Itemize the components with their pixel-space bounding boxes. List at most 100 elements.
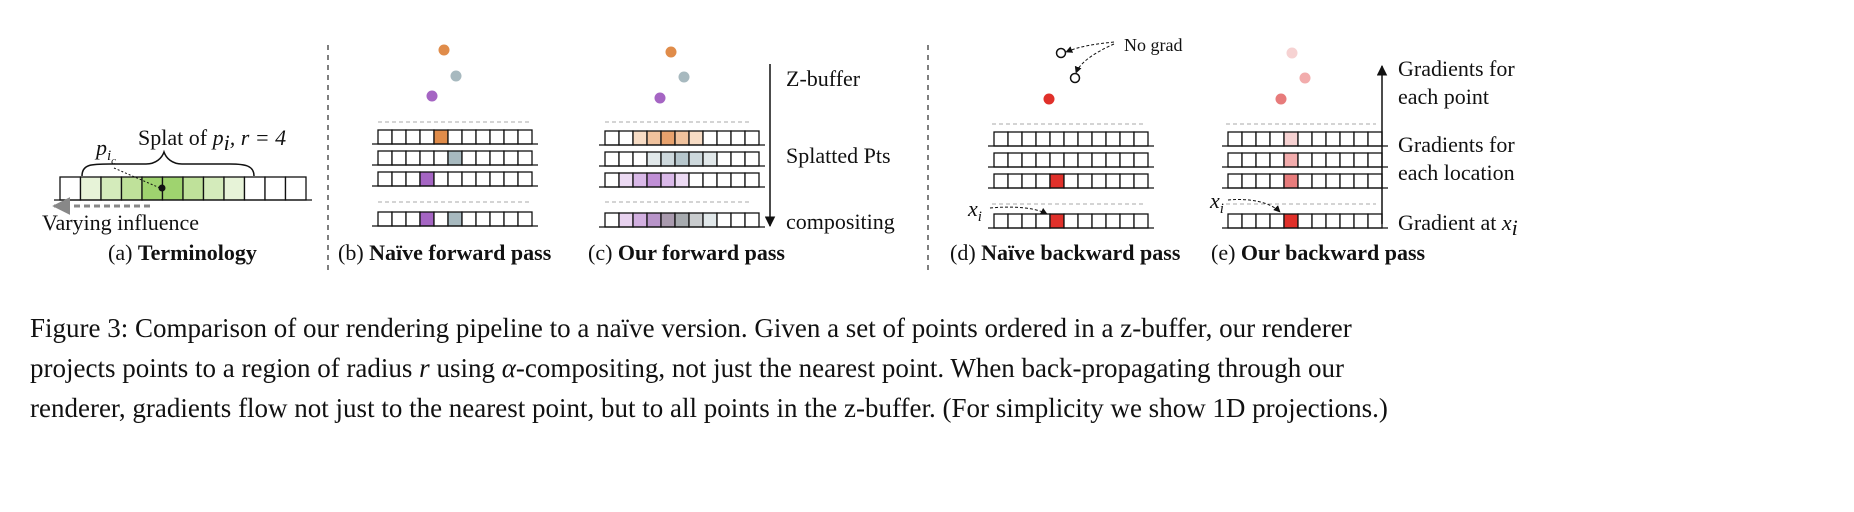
terminology-cells (54, 176, 312, 201)
grid-cell (604, 130, 620, 146)
grid-cell (1353, 152, 1369, 168)
grad-row-1 (988, 131, 1154, 147)
grid-cell (503, 129, 519, 145)
grid-cell (264, 176, 287, 201)
naive-backward-rows (988, 131, 1154, 229)
grid-cell (1077, 152, 1093, 168)
grid-cell (79, 176, 102, 201)
grid-cell (660, 172, 676, 188)
grid-cell (59, 176, 82, 201)
grid-cell (1283, 173, 1299, 189)
grid-cell (391, 150, 407, 166)
grid-cell (1297, 131, 1313, 147)
grid-cell (489, 171, 505, 187)
grid-cell (475, 211, 491, 227)
grid-cell (1077, 213, 1093, 229)
svg-text:(b) Naïve forward pass: (b) Naïve forward pass (338, 240, 552, 265)
svg-text:(c) Our forward pass: (c) Our forward pass (588, 240, 785, 265)
grid-cell (475, 129, 491, 145)
zbuffer-row-orange (372, 129, 538, 145)
grid-cell (618, 151, 634, 167)
grid-cell (1091, 213, 1107, 229)
grad-point-label-1: Gradients for (1398, 56, 1515, 81)
grad-at-x: x (1501, 210, 1512, 235)
grid-cell (646, 212, 662, 228)
grid-cell (1007, 131, 1023, 147)
grad-row-3 (1222, 173, 1388, 189)
grid-cell (1269, 131, 1285, 147)
terminology-strip (54, 176, 312, 201)
zbuffer-row-purple (599, 172, 765, 188)
svg-text:xi: xi (967, 196, 982, 225)
grid-cell (716, 151, 732, 167)
grid-cell (716, 130, 732, 146)
grid-cell (604, 212, 620, 228)
grid-cell (1035, 213, 1051, 229)
grid-cell (182, 176, 205, 201)
grid-cell (660, 212, 676, 228)
grid-cell (660, 151, 676, 167)
grid-cell (688, 130, 704, 146)
panel-b-title: Naïve forward pass (369, 240, 552, 265)
splat-brace (81, 149, 255, 177)
svg-text:(d) Naïve backward pass: (d) Naïve backward pass (950, 240, 1181, 265)
grid-cell (1049, 152, 1065, 168)
grid-cell (377, 129, 393, 145)
grid-cell (1133, 131, 1149, 147)
grid-cell (632, 130, 648, 146)
grid-cell (604, 151, 620, 167)
figure-caption: Figure 3: Comparison of our rendering pi… (30, 308, 1830, 428)
grid-cell (1325, 131, 1341, 147)
panel-c-prefix: (c) (588, 240, 618, 265)
grid-cell (1035, 131, 1051, 147)
panel-c-title: Our forward pass (618, 240, 785, 265)
caption-r: r (419, 353, 430, 383)
grid-cell (688, 212, 704, 228)
grid-cell (716, 172, 732, 188)
panel-b-prefix: (b) (338, 240, 369, 265)
caption-line-2: projects points to a region of radius r … (30, 348, 1830, 388)
grid-cell (744, 151, 760, 167)
grid-cell (674, 130, 690, 146)
point-purple (426, 90, 438, 102)
grid-cell (1105, 131, 1121, 147)
grid-cell (517, 171, 533, 187)
grid-cell (1353, 213, 1369, 229)
grid-cell (1311, 173, 1327, 189)
svg-text:(e) Our backward pass: (e) Our backward pass (1211, 240, 1426, 265)
caption-line-2b: using (429, 353, 502, 383)
grid-cell (517, 150, 533, 166)
no-grad-label: No grad (1124, 35, 1182, 55)
point-purple (654, 92, 666, 104)
grid-cell (1227, 152, 1243, 168)
caption-alpha: α (501, 353, 516, 383)
grad-at-sub: i (1512, 215, 1518, 240)
svg-text:pic: pic (94, 135, 116, 167)
grid-cell (1119, 131, 1135, 147)
grad-row-output (1222, 213, 1388, 229)
grid-cell (744, 172, 760, 188)
grid-cell (730, 172, 746, 188)
grid-cell (1063, 213, 1079, 229)
grid-cell (1339, 213, 1355, 229)
panel-e: xi Gradients for each point Gradients fo… (1209, 47, 1518, 265)
panel-d-title: Naïve backward pass (981, 240, 1181, 265)
grid-cell (1133, 213, 1149, 229)
grad-point-strong (1275, 93, 1287, 105)
grid-cell (993, 131, 1009, 147)
grid-cell (517, 211, 533, 227)
grid-cell (243, 176, 266, 201)
grid-cell (702, 172, 718, 188)
panel-a: Splat of pi, r = 4 pic Varying influence… (42, 125, 312, 265)
grid-cell (646, 130, 662, 146)
pic-sub-i: i (107, 148, 111, 164)
grad-loc-label-1: Gradients for (1398, 132, 1515, 157)
grid-cell (744, 130, 760, 146)
caption-line-1: Figure 3: Comparison of our rendering pi… (30, 313, 1352, 343)
influence-label: Varying influence (42, 210, 199, 235)
point-orange (665, 46, 677, 58)
grid-cell (433, 171, 449, 187)
grid-cell (1325, 152, 1341, 168)
point-orange (438, 44, 450, 56)
pic-pointer (113, 167, 161, 189)
